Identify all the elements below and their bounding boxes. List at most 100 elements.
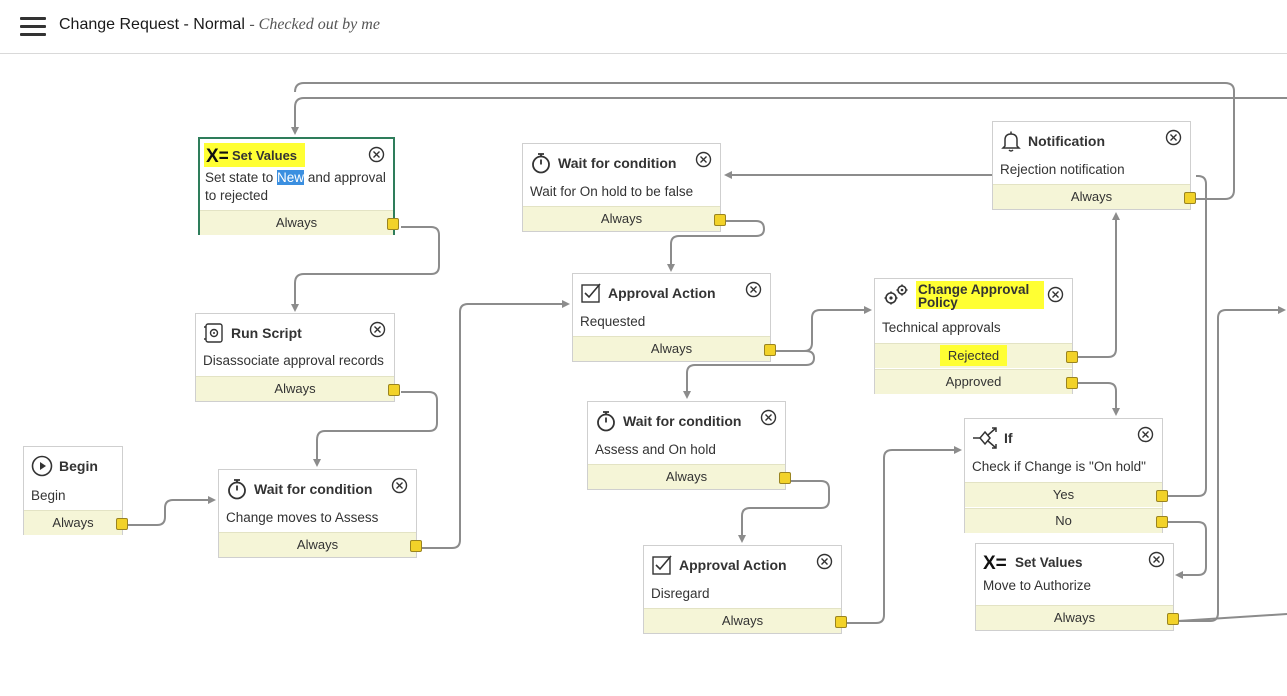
connector-handle[interactable] bbox=[714, 214, 726, 226]
condition-label: No bbox=[1055, 513, 1072, 528]
activity-description: Technical approvals bbox=[882, 320, 1001, 335]
connector-handle[interactable] bbox=[1167, 613, 1179, 625]
stopwatch-icon bbox=[530, 152, 552, 174]
app-header: Change Request - Normal - Checked out by… bbox=[0, 0, 1287, 54]
condition-always: Always bbox=[993, 184, 1196, 209]
activity-header: Begin bbox=[31, 455, 98, 477]
condition-always: Always bbox=[976, 605, 1179, 630]
activity-title: Wait for condition bbox=[623, 413, 742, 429]
activity-wait-assess-onhold[interactable]: Wait for condition Assess and On hold Al… bbox=[587, 401, 791, 490]
condition-label: Always bbox=[600, 211, 643, 226]
activity-if[interactable]: If Check if Change is "On hold" Yes No bbox=[964, 418, 1168, 533]
activity-header: X= Set Values bbox=[983, 552, 1083, 572]
activity-wait-onhold-false[interactable]: Wait for condition Wait for On hold to b… bbox=[522, 143, 726, 232]
transition-right-vertical bbox=[1178, 306, 1286, 622]
connector-handle[interactable] bbox=[388, 384, 400, 396]
activity-description: Begin bbox=[31, 488, 66, 503]
transition-approval-policy bbox=[775, 306, 872, 352]
circle-x-icon[interactable] bbox=[1137, 426, 1154, 443]
connector-handle[interactable] bbox=[387, 218, 399, 230]
activity-description: Wait for On hold to be false bbox=[530, 184, 694, 199]
transition-waitonhold-disregard bbox=[738, 480, 830, 543]
activity-header: Change Approval Policy bbox=[882, 281, 1044, 309]
branch-icon bbox=[972, 427, 998, 449]
activity-description: Disassociate approval records bbox=[203, 353, 384, 368]
activity-change-approval-policy[interactable]: Change Approval Policy Technical approva… bbox=[874, 278, 1078, 394]
condition-yes: Yes bbox=[965, 482, 1168, 507]
condition-label: Always bbox=[1070, 189, 1113, 204]
hamburger-menu-icon[interactable] bbox=[20, 16, 46, 36]
desc-text: Set state to bbox=[205, 170, 278, 185]
variable-x-equals-icon: X= bbox=[206, 144, 228, 166]
activity-description: Change moves to Assess bbox=[226, 510, 379, 525]
circle-x-icon[interactable] bbox=[368, 146, 385, 163]
circle-x-icon[interactable] bbox=[1047, 286, 1064, 303]
circle-x-icon[interactable] bbox=[816, 553, 833, 570]
gears-icon bbox=[882, 284, 910, 306]
transition-rejected-notification bbox=[1077, 212, 1120, 358]
transition-wait-approval bbox=[421, 300, 570, 549]
activity-title: Wait for condition bbox=[558, 155, 677, 171]
condition-always: Always bbox=[196, 376, 400, 401]
condition-label: Always bbox=[52, 515, 94, 530]
circle-x-icon[interactable] bbox=[695, 151, 712, 168]
activity-notification[interactable]: Notification Rejection notification Alwa… bbox=[992, 121, 1196, 210]
circle-x-icon[interactable] bbox=[760, 409, 777, 426]
activity-title: Set Values bbox=[1015, 554, 1083, 570]
connector-handle[interactable] bbox=[1066, 377, 1078, 389]
bell-icon bbox=[1000, 130, 1022, 152]
condition-label: Always bbox=[274, 381, 316, 396]
circle-x-icon[interactable] bbox=[1165, 129, 1182, 146]
circle-x-icon[interactable] bbox=[391, 477, 408, 494]
condition-no: No bbox=[965, 508, 1168, 533]
activity-header: Wait for condition bbox=[530, 152, 677, 174]
activity-run-script[interactable]: Run Script Disassociate approval records… bbox=[195, 313, 400, 402]
svg-text:X=: X= bbox=[983, 553, 1007, 572]
activity-set-values-1[interactable]: X= Set Values Set state to New and appro… bbox=[198, 137, 399, 235]
connector-handle[interactable] bbox=[1066, 351, 1078, 363]
connector-handle[interactable] bbox=[410, 540, 422, 552]
activity-description: Rejection notification bbox=[1000, 162, 1125, 177]
connector-handle[interactable] bbox=[1156, 516, 1168, 528]
activity-title: Notification bbox=[1028, 133, 1105, 149]
transition-approved-if bbox=[1077, 382, 1120, 416]
condition-always: Always bbox=[200, 210, 399, 235]
circle-x-icon[interactable] bbox=[1148, 551, 1165, 568]
activity-set-values-2[interactable]: X= Set Values Move to Authorize Always bbox=[975, 543, 1179, 631]
variable-x-equals-icon: X= bbox=[983, 551, 1011, 573]
desc-text: and approval to rejected bbox=[205, 170, 386, 203]
circle-x-icon[interactable] bbox=[745, 281, 762, 298]
activity-description: Disregard bbox=[651, 586, 710, 601]
connector-handle[interactable] bbox=[835, 616, 847, 628]
checkbox-icon bbox=[580, 282, 602, 304]
condition-label: Always bbox=[665, 469, 708, 484]
activity-header: Approval Action bbox=[580, 283, 716, 303]
script-scroll-icon bbox=[203, 322, 225, 344]
connector-handle[interactable] bbox=[1184, 192, 1196, 204]
activity-header: Approval Action bbox=[651, 555, 787, 575]
condition-label: Always bbox=[650, 341, 693, 356]
workflow-name: Change Request - Normal bbox=[59, 16, 245, 33]
connector-handle[interactable] bbox=[764, 344, 776, 356]
activity-wait-assess[interactable]: Wait for condition Change moves to Asses… bbox=[218, 469, 422, 558]
condition-label: Always bbox=[1053, 610, 1096, 625]
activity-approval-requested[interactable]: Approval Action Requested Always bbox=[572, 273, 776, 362]
circle-x-icon[interactable] bbox=[369, 321, 386, 338]
condition-label: Yes bbox=[1052, 487, 1075, 502]
stopwatch-icon bbox=[226, 478, 248, 500]
activity-title: Begin bbox=[59, 458, 98, 474]
condition-always: Always bbox=[644, 608, 847, 633]
transition-notification-loop bbox=[294, 82, 1235, 200]
connector-handle[interactable] bbox=[1156, 490, 1168, 502]
condition-label: Approved bbox=[945, 374, 1002, 389]
activity-begin[interactable]: Begin Begin Always bbox=[23, 446, 128, 535]
condition-label: Always bbox=[275, 215, 318, 230]
connector-handle[interactable] bbox=[116, 518, 128, 530]
activity-header: Notification bbox=[1000, 130, 1105, 152]
transition-waitfalse-approval bbox=[667, 220, 766, 272]
activity-description: Check if Change is "On hold" bbox=[972, 459, 1146, 474]
activity-header: If bbox=[972, 427, 1013, 449]
connector-handle[interactable] bbox=[779, 472, 791, 484]
activity-approval-disregard[interactable]: Approval Action Disregard Always bbox=[643, 545, 847, 634]
